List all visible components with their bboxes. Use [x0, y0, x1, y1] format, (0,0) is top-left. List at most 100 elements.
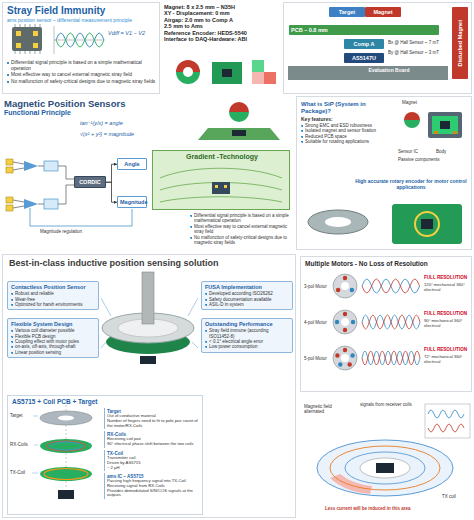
description-text: Provides demodulated SIN/COS signals at … [107, 489, 198, 498]
description-text: Driven by AS5715 [107, 461, 198, 466]
pcb [392, 204, 462, 244]
heading: Flexible System Design [11, 321, 95, 327]
angle-note: 72° mechanical 360° electrical [424, 355, 470, 365]
sine-wave [362, 351, 420, 365]
hall-element [33, 43, 38, 48]
hall-plate [6, 167, 13, 173]
hall-element [33, 31, 38, 36]
bullet-text: Most effective way to cancel external ma… [7, 72, 157, 78]
motor-shaft [341, 318, 349, 326]
spec-line: Reference Encoder: HEDS-5540 [164, 30, 278, 36]
magnet-pole [404, 120, 420, 128]
box-label: CORDIC [77, 179, 103, 185]
plot-axes [54, 26, 104, 54]
bullet-text: No malfunction of safety-critical design… [190, 235, 294, 245]
signal-curve [56, 33, 104, 47]
box-label: Magnet [367, 9, 399, 15]
spec-line: Interface to DAQ-Hardware: ABI [164, 36, 278, 42]
bullet-text: No malfunction of safety-critical design… [7, 79, 157, 85]
spec-line: XY - Displacement: 0 mm [164, 10, 278, 16]
resolution-flag: FULL RESOLUTION [424, 347, 470, 352]
motor-pole [343, 312, 347, 316]
description-box: ams IC – AS5715Passing high frequency si… [104, 473, 200, 499]
part-name: TX-Coil [10, 470, 25, 475]
heading: Contactless Position Sensor [11, 284, 95, 290]
motor-icon [333, 274, 357, 298]
panel: Differential signal principle is based o… [2, 2, 160, 94]
field-value: By @ Hall Sensor ~ 3 mT [388, 50, 448, 55]
angle-note: 90° mechanical 360° electrical [424, 319, 470, 329]
sine-wave [362, 315, 420, 329]
motor-shaft [341, 354, 349, 362]
magnet-pole [404, 112, 420, 120]
heading: FUSA Implementation [205, 284, 289, 290]
coil-ring [415, 212, 439, 236]
signal-curve [56, 33, 104, 47]
spec-box: Magnet: 8 x 2.5 mm – N35HXY - Displaceme… [163, 3, 279, 44]
board-label: Evaluation Board [339, 68, 439, 74]
leader-line [101, 298, 198, 348]
rx-coil-layer [40, 439, 92, 453]
process-box: CORDIC [74, 176, 106, 188]
tx-coil [317, 440, 453, 496]
magnet-box: Disturbed Magnet [452, 7, 468, 79]
motor-pole [350, 288, 354, 292]
coil-center [360, 458, 410, 478]
callout-box: FUSA ImplementationDeveloped according I… [201, 281, 293, 310]
sine-wave [362, 279, 420, 293]
caption-text: High accurate rotary encoder for motor c… [355, 179, 467, 191]
rx-coil [46, 441, 86, 451]
encoder-bore [325, 217, 351, 227]
motor-pole [343, 276, 347, 280]
box-label: Comp A [346, 41, 382, 47]
part-name: Sensor IC [398, 149, 418, 154]
pcb [212, 62, 242, 84]
magnet-box: Magnet [365, 7, 401, 17]
rx-coil [330, 446, 440, 490]
sine-wave [362, 315, 420, 329]
passive-component [453, 131, 457, 134]
signal-window [425, 404, 470, 438]
substrate [432, 116, 458, 134]
heading: Best-in-class inductive position sensing… [9, 258, 291, 269]
pcb [198, 128, 280, 140]
chip [58, 490, 74, 499]
passive-component [434, 131, 438, 134]
magnet-pole [229, 112, 249, 122]
spec-line: Airgap: 2.0 mm to Comp A [164, 17, 278, 23]
technology-box: Gradient -Technology [152, 150, 290, 210]
bullet-text: Stray field immune (according ISO11452-8… [205, 328, 289, 339]
coil-name: TX coil [442, 494, 456, 499]
box-label: PCB – 0.8 mm [291, 27, 437, 33]
target-layer [40, 411, 92, 425]
bullet-text: Optimized for harsh environments [11, 302, 95, 307]
motor-shaft [341, 282, 349, 290]
bullet-text: Most effective way to cancel external ma… [190, 224, 294, 234]
filter-symbol [44, 161, 58, 171]
resolution-flag: FULL RESOLUTION [424, 275, 470, 280]
package-body [428, 112, 462, 138]
motor-pole [335, 320, 339, 324]
bullet-text: Suitable for rotating applications [301, 139, 393, 144]
heading: AS5715 + Coil PCB + Target [12, 398, 132, 406]
shaft [142, 272, 154, 324]
amplifier-symbol [24, 199, 38, 209]
hall-plate [6, 197, 13, 203]
box-label: Angle [120, 161, 144, 167]
motor-pole [335, 353, 339, 357]
filter-symbol [44, 199, 58, 209]
sensor-ic-box: AS5147U [344, 53, 384, 63]
motor-name: 5-pol Motor [304, 356, 327, 361]
bullet-text: Linear position sensing [11, 350, 95, 355]
motor-pole [348, 362, 352, 366]
feedback-wire [30, 208, 132, 226]
pcb-band: PCB – 0.8 mm [289, 25, 439, 35]
sine-wave [428, 410, 464, 418]
connector [106, 164, 117, 182]
connector [106, 182, 117, 202]
motor-pole [338, 362, 342, 366]
text-column: What is SiP (System in Package)?Key feat… [301, 101, 393, 144]
formula: tan⁻¹(y/x) = angle [80, 120, 123, 126]
formula: Vdiff = V1 − V2 [108, 30, 158, 36]
